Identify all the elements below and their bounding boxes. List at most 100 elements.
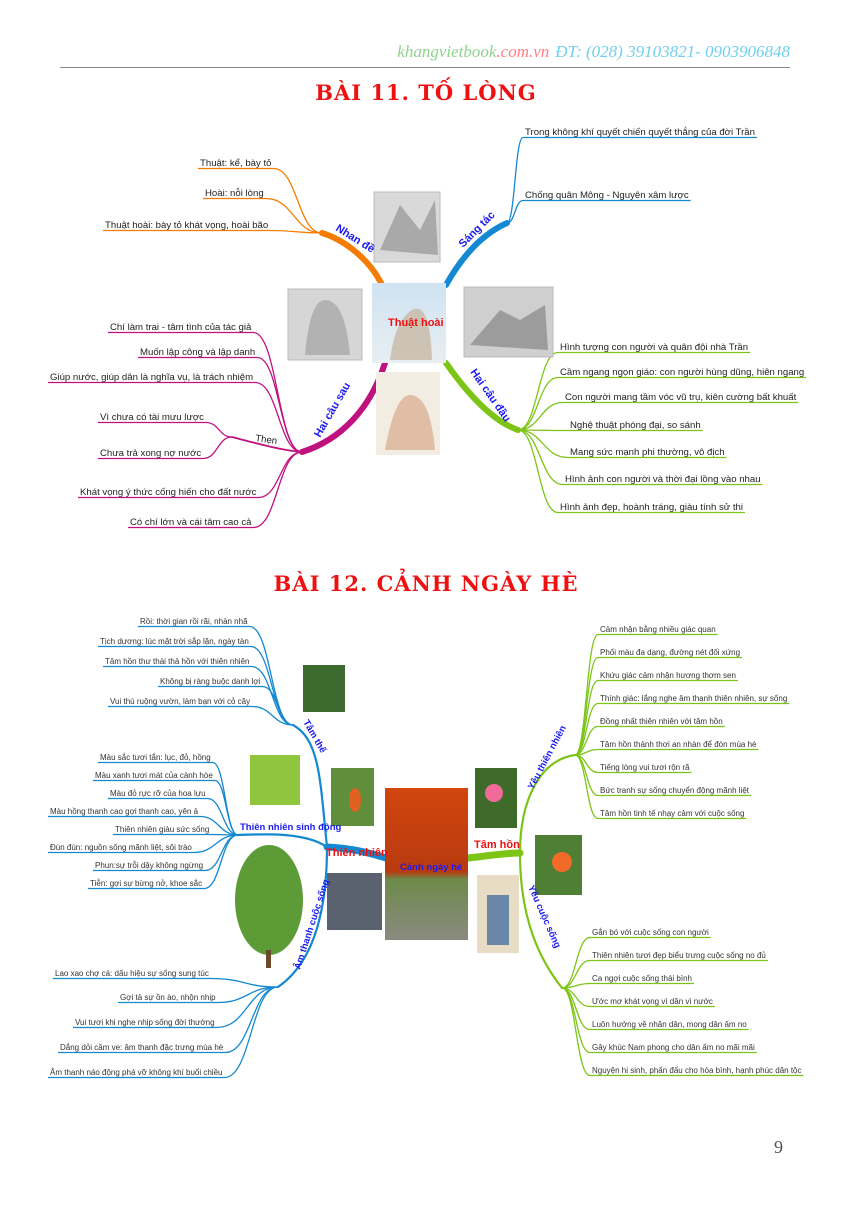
leaf-yeu-thien-nhien: Tiếng lòng vui tươi rộn rã: [600, 763, 690, 772]
leaf-yeu-cuoc-song: Gây khúc Nam phong cho dân ấm no mãi mãi: [592, 1043, 755, 1052]
leaf-hai-cau-dau-line: [517, 429, 763, 486]
branch-yeu-cuoc-song: [518, 851, 564, 990]
leaf-nhan-de: Hoài: nỗi lòng: [205, 188, 264, 199]
branch-thien-nhien-sinh-dong: [236, 833, 329, 849]
cicada-leaves-image: [250, 755, 300, 805]
leaf-tam-the-line: [138, 625, 294, 726]
leaf-hai-cau-dau-line: [517, 401, 799, 431]
hermit-scene-image: [303, 665, 345, 712]
leaf-hai-cau-dau: Con người mang tầm vóc vũ trụ, kiên cườn…: [565, 392, 797, 403]
leaf-sang-tac: Chống quân Mông - Nguyên xâm lược: [525, 190, 689, 201]
leaf-am-thanh-cuoc-song: Lao xao chợ cá: dấu hiệu sự sống sung tú…: [55, 969, 209, 978]
leaf-thien-nhien-sinh-dong-line: [108, 797, 239, 836]
leaf-hai-cau-dau: Hình ảnh con người và thời đại lồng vào …: [565, 474, 761, 485]
soldiers-illustration-shape: [385, 395, 435, 450]
leaf-hai-cau-dau: Cầm ngang ngọn giáo: con người hùng dũng…: [560, 367, 804, 378]
scholar-portrait-shape: [305, 300, 350, 355]
leaf-thien-nhien-sinh-dong: Màu hồng thanh cao gợi thanh cao, yên ả: [50, 807, 199, 816]
leaf-nhan-de: Thuật hoài: bày tỏ khát vọng, hoài bão: [105, 220, 268, 231]
leaf-yeu-thien-nhien-line: [574, 656, 743, 756]
leaf-am-thanh-cuoc-song: Âm thanh náo động phá vỡ không khí buổi …: [50, 1068, 222, 1077]
leaf-thien-nhien-sinh-dong: Màu xanh tươi mát của cành hòe: [95, 771, 213, 780]
leaf-tam-the-line: [108, 705, 294, 726]
leaf-tam-the: Vui thú ruộng vườn, làm bạn với cỏ cây: [110, 697, 250, 706]
leaf-thien-nhien-sinh-dong: Màu đỏ rực rỡ của hoa lựu: [110, 789, 206, 798]
leaf-yeu-thien-nhien: Phối màu đa dạng, đường nét đối xứng: [600, 648, 740, 657]
leaf-am-thanh-cuoc-song: Dắng dỏi cầm ve: âm thanh đặc trưng mùa …: [60, 1043, 224, 1052]
leaf-nhan-de-line: [203, 197, 323, 234]
battle-sketch-shape: [380, 200, 438, 255]
leaf-nhan-de: Thuật: kể, bày tỏ: [200, 158, 271, 169]
lesson-11-title: BÀI 11. TỐ LÒNG: [315, 80, 537, 105]
leaf-thien-nhien-sinh-dong-line: [48, 834, 239, 854]
leaf-tam-the-line: [158, 685, 294, 726]
phone-number: ĐT: (028) 39103821- 0903906848: [555, 42, 790, 61]
leaf-yeu-cuoc-song-line: [561, 936, 711, 989]
publisher-header: khangvietbook.com.vn ĐT: (028) 39103821- …: [397, 42, 790, 62]
leaf-tam-the: Rồi: thời gian rồi rãi, nhàn nhã: [140, 617, 248, 626]
leaf-yeu-thien-nhien: Bức tranh sự sống chuyển động mãnh liệt: [600, 786, 750, 795]
leaf-hai-cau-sau-line: [138, 356, 303, 453]
flame-tree-road-image: [385, 788, 468, 940]
leaf-hai-cau-dau-line: [517, 429, 745, 514]
leaf-am-thanh-cuoc-song-line: [118, 986, 279, 1004]
lesson-12-title: BÀI 12. CẢNH NGÀY HÈ: [273, 571, 579, 596]
leaf-tam-the: Tịch dương: lúc mặt trời sắp lặn, ngày t…: [100, 637, 249, 646]
leaf-thien-nhien-sinh-dong: Phun:sự trỗi dậy không ngừng: [95, 861, 203, 870]
leaf-yeu-thien-nhien: Tâm hồn thảnh thơi an nhàn để đón mùa hè: [600, 740, 757, 749]
locust-tree-trunk: [266, 950, 271, 968]
leaf-am-thanh-cuoc-song-line: [48, 986, 279, 1079]
site-name: khangvietbook: [397, 42, 497, 61]
leaf-yeu-thien-nhien: Cảm nhận bằng nhiều giác quan: [600, 625, 716, 634]
leaf-thien-nhien-sinh-dong: Đùn đùn: nguồn sống mãnh liệt, sôi trào: [50, 843, 192, 852]
leaf-yeu-cuoc-song: Ca ngợi cuộc sống thái bình: [592, 974, 692, 983]
main-branch-tam-hon: Tâm hồn: [474, 839, 520, 851]
leaf-yeu-thien-nhien-line: [574, 748, 759, 756]
leaf-yeu-cuoc-song: Gắn bó với cuộc sống con người: [592, 928, 709, 937]
leaf-nhan-de-line: [198, 167, 323, 234]
leaf-am-thanh-cuoc-song-line: [53, 977, 279, 988]
site-tld: .com.vn: [496, 42, 550, 61]
leaf-am-thanh-cuoc-song: Gợi tả sự ồn ào, nhộn nhịp: [120, 993, 216, 1002]
branch-label-hai-cau-sau: Hai câu sau: [312, 381, 353, 440]
center-topic-canh-ngay-he: Cảnh ngày hè: [400, 862, 462, 873]
leaf-hai-cau-sau: Có chí lớn và cái tâm cao cả: [130, 517, 252, 528]
nguyen-trai-robe-shape: [487, 895, 509, 945]
leaf-thien-nhien-sinh-dong-line: [113, 833, 239, 836]
branch-sang-tac: [443, 220, 510, 288]
leaf-hai-cau-sau: Vì chưa có tài mưu lược: [100, 412, 204, 423]
leaf-yeu-thien-nhien-line: [574, 725, 725, 756]
leaf-hai-cau-dau-line: [517, 376, 807, 431]
leaf-thien-nhien-sinh-dong-line: [93, 779, 239, 836]
main-branch-thien-nhien: Thiên nhiên: [326, 847, 388, 859]
leaf-yeu-thien-nhien-line: [574, 679, 738, 756]
center-topic-thuat-hoai: Thuật hoài: [388, 317, 444, 329]
locust-tree-image: [235, 845, 303, 955]
branch-nhan-de: [319, 230, 385, 288]
branch-label-thien-nhien-sinh-dong: Thiên nhiên sinh động: [240, 822, 342, 833]
leaf-hai-cau-sau: Chí làm trai - tâm tình của tác giả: [110, 322, 252, 333]
leaf-tam-the: Tâm hồn thư thái thả hồn với thiên nhiên: [105, 657, 249, 666]
leaf-thien-nhien-sinh-dong: Màu sắc tươi tắn: lục, đỏ, hồng: [100, 753, 211, 762]
leaf-hai-cau-dau: Nghệ thuật phóng đại, so sánh: [570, 420, 701, 431]
branch-hai-cau-sau: [299, 360, 388, 455]
sub-branch-label-then: Thẹn: [255, 433, 278, 447]
branch-tam-hon: [464, 849, 524, 862]
leaf-yeu-cuoc-song: Thiên nhiên tươi đẹp biểu trưng cuộc sốn…: [592, 951, 766, 960]
leaf-hai-cau-dau: Hình ảnh đẹp, hoành tráng, giàu tính sử …: [560, 502, 743, 513]
branch-yeu-thien-nhien: [518, 753, 577, 855]
page-number: 9: [774, 1137, 783, 1157]
leaf-yeu-thien-nhien: Khứu giác cảm nhận hương thơm sen: [600, 671, 736, 680]
leaf-tam-the: Không bị ràng buộc danh lợi: [160, 677, 261, 686]
leaf-hai-cau-sau-line: [98, 436, 233, 460]
branch-hai-cau-dau: [443, 360, 521, 433]
leaf-yeu-thien-nhien: Thính giác: lắng nghe âm thanh thiên nhi…: [600, 694, 787, 703]
general-on-horse-shape: [390, 308, 432, 360]
leaf-thien-nhien-sinh-dong: Thiên nhiên giàu sức sống: [115, 825, 209, 834]
pomegranate-fruit-shape: [349, 788, 361, 812]
leaf-yeu-cuoc-song: Ước mơ khát vọng vì dân vì nước: [592, 997, 713, 1006]
leaf-hai-cau-sau-line: [98, 421, 233, 438]
fish-market-image: [327, 873, 382, 930]
leaf-hai-cau-sau-line: [128, 451, 303, 529]
leaf-hai-cau-dau: Hình tượng con người và quân đội nhà Trầ…: [560, 342, 748, 353]
